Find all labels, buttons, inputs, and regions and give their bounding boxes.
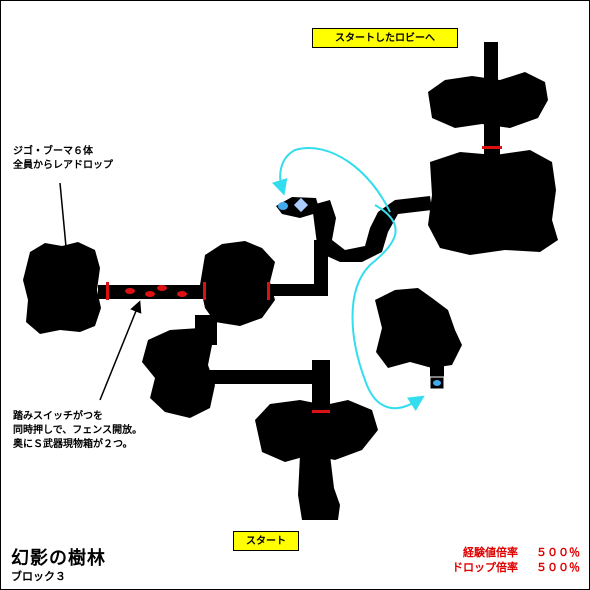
teleporter-icon — [293, 197, 309, 213]
corridor-lower — [208, 370, 328, 384]
area-title: 幻影の樹林 — [11, 548, 106, 569]
floor-switch — [157, 285, 167, 291]
room-bottom-center — [255, 400, 378, 462]
rate-row-exp: 経験値倍率 ５００％ — [452, 545, 580, 560]
room-lower-left — [142, 328, 215, 418]
start-label: スタート — [233, 531, 299, 551]
block-label: ブロック３ — [11, 570, 66, 583]
note-line: ジゴ・ブーマ６体 — [13, 146, 93, 157]
note-arrow — [99, 300, 142, 401]
room-left — [23, 242, 101, 334]
room-right-big — [428, 150, 558, 255]
rate-panel: 経験値倍率 ５００％ ドロップ倍率 ５００％ — [452, 545, 580, 575]
corridor-top-right-link — [484, 120, 500, 158]
fence-middle-left — [203, 282, 206, 300]
fence-left-room — [106, 282, 109, 300]
lobby-destination-label: スタートしたロビーへ — [312, 28, 458, 48]
floor-switch — [177, 291, 187, 297]
corridor-middle-lower — [195, 315, 217, 345]
note-line: 同時押しで、フェンス開放。 — [13, 425, 143, 436]
fence-middle-right — [267, 282, 270, 300]
route-line-top — [272, 147, 391, 213]
room-top-right — [428, 72, 548, 128]
note-line: 全員からレアドロップ — [13, 160, 113, 171]
note-line: 踏みスイッチがつを — [13, 411, 103, 422]
rate-label: 経験値倍率 — [463, 546, 518, 559]
corridor-middle-right — [270, 284, 325, 296]
room-right-small — [375, 288, 462, 368]
floor-switch — [145, 291, 155, 297]
rate-row-drop: ドロップ倍率 ５００％ — [452, 560, 580, 575]
note-arrow — [59, 182, 74, 274]
note-line: 奥にＳ武器現物箱が２つ。 — [13, 439, 133, 450]
note-jigo-booma: ジゴ・ブーマ６体 全員からレアドロップ — [13, 145, 113, 173]
rate-label: ドロップ倍率 — [452, 561, 518, 574]
corridor-twist — [312, 196, 432, 262]
teleporter-icon — [433, 380, 441, 386]
route-line-bottom — [351, 204, 425, 412]
corridor-top — [484, 42, 498, 87]
note-floor-switch: 踏みスイッチがつを 同時押しで、フェンス開放。 奥にＳ武器現物箱が２つ。 — [13, 410, 142, 452]
corridor-bottom-start — [298, 455, 340, 520]
fence-bottom — [312, 410, 330, 413]
teleporter-icon — [278, 202, 288, 210]
rate-value: ５００％ — [536, 546, 580, 559]
corridor-right-small — [430, 350, 444, 380]
corridor-bottom-vertical — [312, 360, 330, 410]
room-middle — [200, 241, 275, 326]
fence-top-right — [482, 146, 502, 149]
floor-switch — [125, 288, 135, 294]
rate-value: ５００％ — [536, 561, 580, 574]
